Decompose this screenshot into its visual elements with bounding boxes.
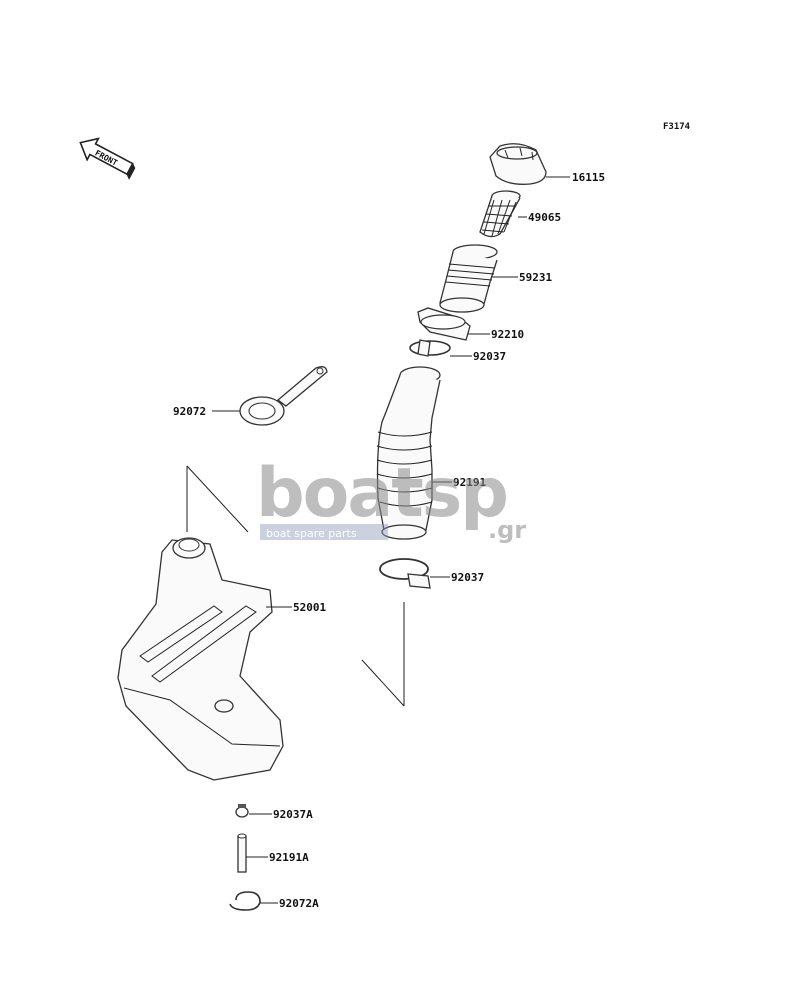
label-52001: 52001 [293,601,326,614]
filler-hose[interactable] [376,366,441,540]
label-92210: 92210 [491,328,524,341]
filler-cap[interactable] [489,143,547,185]
figure-code: F3174 [663,122,691,132]
filler-neck[interactable] [439,244,498,313]
label-92037-upper: 92037 [473,350,506,363]
label-92191A: 92191A [269,851,309,864]
clamp-small[interactable] [235,804,249,818]
label-49065: 49065 [528,211,561,224]
watermark-main: boatsp [256,454,507,533]
label-92037-lower: 92037 [451,571,484,584]
watermark-tagline: boat spare parts [266,527,357,540]
label-92072: 92072 [173,405,206,418]
breather-tube[interactable] [237,833,247,873]
strainer[interactable] [479,190,521,238]
nut[interactable] [417,307,471,341]
label-59231: 59231 [519,271,552,284]
clip[interactable] [229,891,261,911]
front-arrow-icon: FRONT [79,137,136,180]
strap[interactable] [239,366,328,426]
fuel-tank[interactable] [117,537,284,781]
watermark: boatsp .gr boat spare parts [256,454,526,544]
label-92191: 92191 [453,476,486,489]
label-92037A: 92037A [273,808,313,821]
watermark-suffix: .gr [488,516,526,544]
clamp-lower[interactable] [379,558,431,589]
clamp-upper[interactable] [409,339,451,357]
label-92072A: 92072A [279,897,319,910]
label-16115: 16115 [572,171,605,184]
watermark-tagline-bg [260,524,388,540]
